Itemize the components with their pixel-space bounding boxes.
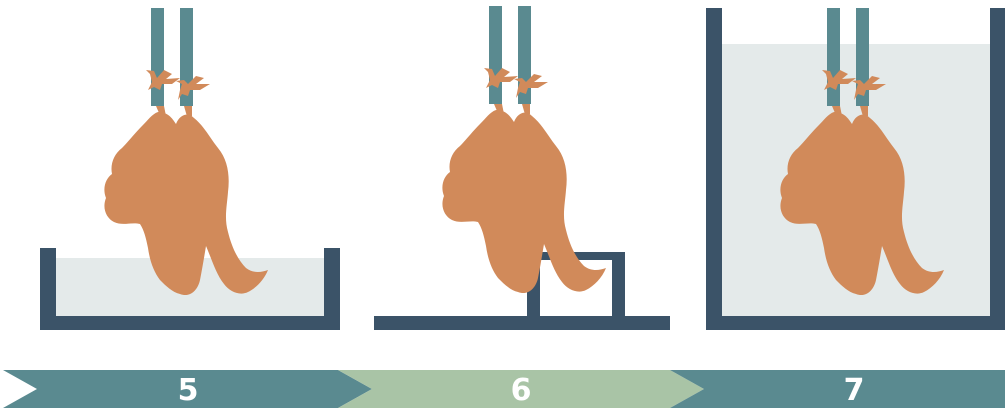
panel-5-shallow-tank: [40, 8, 340, 330]
panel-7-deep-tank: [706, 8, 1005, 330]
floor-bar: [374, 316, 670, 330]
tank-wall-left: [706, 8, 722, 330]
tank-floor: [40, 316, 340, 330]
step-label-6: 6: [511, 373, 532, 408]
tank-floor: [706, 316, 1005, 330]
step-label-5: 5: [178, 373, 199, 408]
step-arrow-7: [670, 370, 1005, 408]
stand-right-leg: [612, 252, 625, 318]
tank-wall-right: [990, 8, 1005, 330]
step-label-7: 7: [844, 373, 865, 408]
panel-6-stand: [374, 6, 670, 330]
hanging-bird: [104, 8, 268, 295]
hanging-bird: [442, 6, 606, 293]
step-arrow-bar: 5 6 7: [3, 370, 1005, 408]
